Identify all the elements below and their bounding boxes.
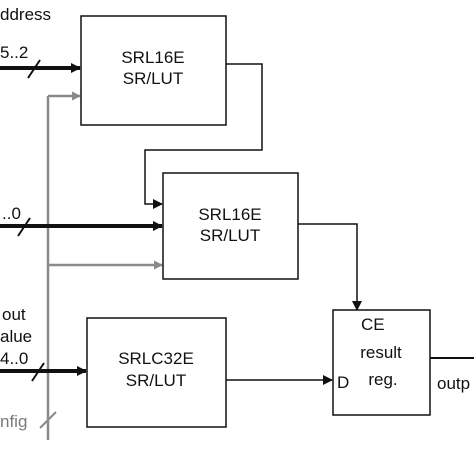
address-bus-mid-slash — [17, 217, 31, 237]
address-bus-mid-label: ..0 — [2, 204, 21, 223]
address-bus-top-label: 5..2 — [0, 43, 28, 62]
srlc32e-block-title: SRLC32E — [118, 349, 194, 368]
srlc32e-block-subtitle: SR/LUT — [126, 371, 186, 390]
result-register-d-port: D — [337, 373, 349, 392]
srl16e-block-2 — [162, 172, 299, 280]
result-register-ce-port: CE — [361, 315, 385, 334]
srl16e-block-1-title: SRL16E — [121, 48, 184, 67]
srl16e-block-1 — [80, 15, 227, 126]
cascade-srl1-to-srl2 — [144, 63, 263, 209]
address-bus-top-slash — [27, 59, 41, 79]
result-register-title: result — [360, 343, 402, 362]
address-label: ddress — [0, 5, 51, 24]
input-value-label-2: alue — [0, 327, 32, 346]
result-register-block — [332, 309, 431, 416]
result-register-subtitle: reg. — [368, 370, 397, 389]
config-label: nfig — [0, 412, 27, 431]
config-bus-slash — [39, 411, 57, 429]
output-label: outp — [437, 374, 470, 393]
srlc32e-block — [86, 317, 227, 428]
input-value-label-1: out — [2, 305, 26, 324]
srl16e-block-2-subtitle: SR/LUT — [200, 226, 260, 245]
srl16e-block-2-title: SRL16E — [198, 205, 261, 224]
srl16e-block-1-subtitle: SR/LUT — [123, 69, 183, 88]
input-value-bus-label: 4..0 — [0, 349, 28, 368]
input-value-bus-slash — [31, 362, 45, 382]
srl2-to-ce-line — [298, 223, 362, 311]
